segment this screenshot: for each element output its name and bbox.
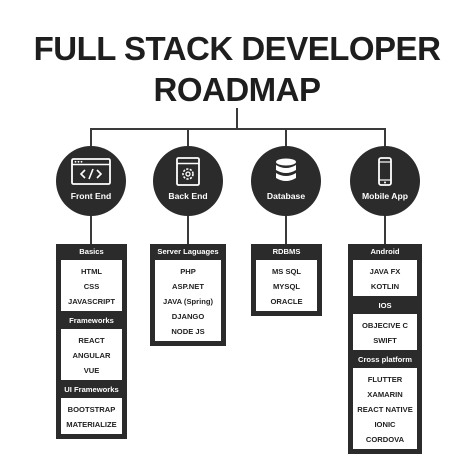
node-back-end: Back End — [153, 146, 223, 216]
section-header-rdbms: RDBMS — [272, 247, 301, 256]
section-header-frameworks: Frameworks — [69, 316, 114, 325]
list-item: REACT NATIVE — [357, 405, 413, 414]
node-label: Database — [266, 191, 306, 201]
node-label: Front End — [70, 191, 112, 201]
section-header-ios: IOS — [378, 301, 392, 310]
list-item: BOOTSTRAP — [67, 405, 116, 414]
list-item: JAVA FX — [369, 267, 401, 276]
section-box-rdbms: MS SQL MYSQL ORACLE — [256, 260, 317, 311]
section-header-ui-frameworks: UI Frameworks — [64, 385, 119, 394]
title-line-1: FULL STACK DEVELOPER — [33, 30, 441, 67]
list-item: VUE — [83, 366, 100, 375]
list-item: CSS — [83, 282, 100, 291]
section-box-android: JAVA FX KOTLIN — [353, 260, 417, 296]
section-box-cross-platform: FLUTTER XAMARIN REACT NATIVE IONIC CORDO… — [353, 368, 417, 449]
list-item: ORACLE — [270, 297, 303, 306]
node-database: Database — [251, 146, 321, 216]
node-mobile-app: Mobile App — [350, 146, 420, 216]
list-item: CORDOVA — [365, 435, 405, 444]
section-header-cross-platform: Cross platform — [357, 355, 412, 364]
list-item: MYSQL — [272, 282, 300, 291]
list-item: KOTLIN — [370, 282, 400, 291]
list-item: JAVA (Spring) — [162, 297, 214, 306]
database-icon — [276, 158, 296, 181]
frontend-column: Basics HTML CSS JAVASCRIPT Frameworks RE… — [56, 244, 127, 439]
list-item: REACT — [78, 336, 105, 345]
list-item: JAVASCRIPT — [68, 297, 115, 306]
section-header-basics: Basics — [79, 247, 104, 256]
list-item: DJANGO — [171, 312, 205, 321]
section-box-ios: OBJECIVE C SWIFT — [353, 314, 417, 350]
section-box-frameworks: REACT ANGULAR VUE — [61, 329, 122, 380]
smartphone-icon — [378, 157, 392, 186]
backend-column: Server Laguages PHP ASP.NET JAVA (Spring… — [150, 244, 226, 346]
node-label: Back End — [168, 191, 208, 201]
section-header-android: Android — [370, 247, 400, 256]
node-label: Mobile App — [362, 191, 408, 201]
title-line-2: ROADMAP — [153, 71, 322, 108]
list-item: XAMARIN — [367, 390, 403, 399]
code-window-icon — [71, 158, 111, 185]
database-column: RDBMS MS SQL MYSQL ORACLE — [251, 244, 322, 316]
list-item: OBJECIVE C — [362, 321, 408, 330]
node-front-end: Front End — [56, 146, 126, 216]
list-item: MS SQL — [271, 267, 302, 276]
list-item: ASP.NET — [172, 282, 204, 291]
gear-window-icon — [176, 157, 200, 186]
list-item: PHP — [180, 267, 196, 276]
list-item: NODE JS — [171, 327, 205, 336]
list-item: FLUTTER — [367, 375, 403, 384]
list-item: SWIFT — [373, 336, 397, 345]
list-item: HTML — [80, 267, 103, 276]
section-box-server-languages: PHP ASP.NET JAVA (Spring) DJANGO NODE JS — [155, 260, 221, 341]
section-header-server-languages: Server Laguages — [157, 247, 219, 256]
section-box-basics: HTML CSS JAVASCRIPT — [61, 260, 122, 311]
list-item: MATERIALIZE — [66, 420, 117, 429]
mobile-column: Android JAVA FX KOTLIN IOS OBJECIVE C SW… — [348, 244, 422, 454]
list-item: IONIC — [374, 420, 396, 429]
section-box-ui-frameworks: BOOTSTRAP MATERIALIZE — [61, 398, 122, 434]
list-item: ANGULAR — [72, 351, 111, 360]
